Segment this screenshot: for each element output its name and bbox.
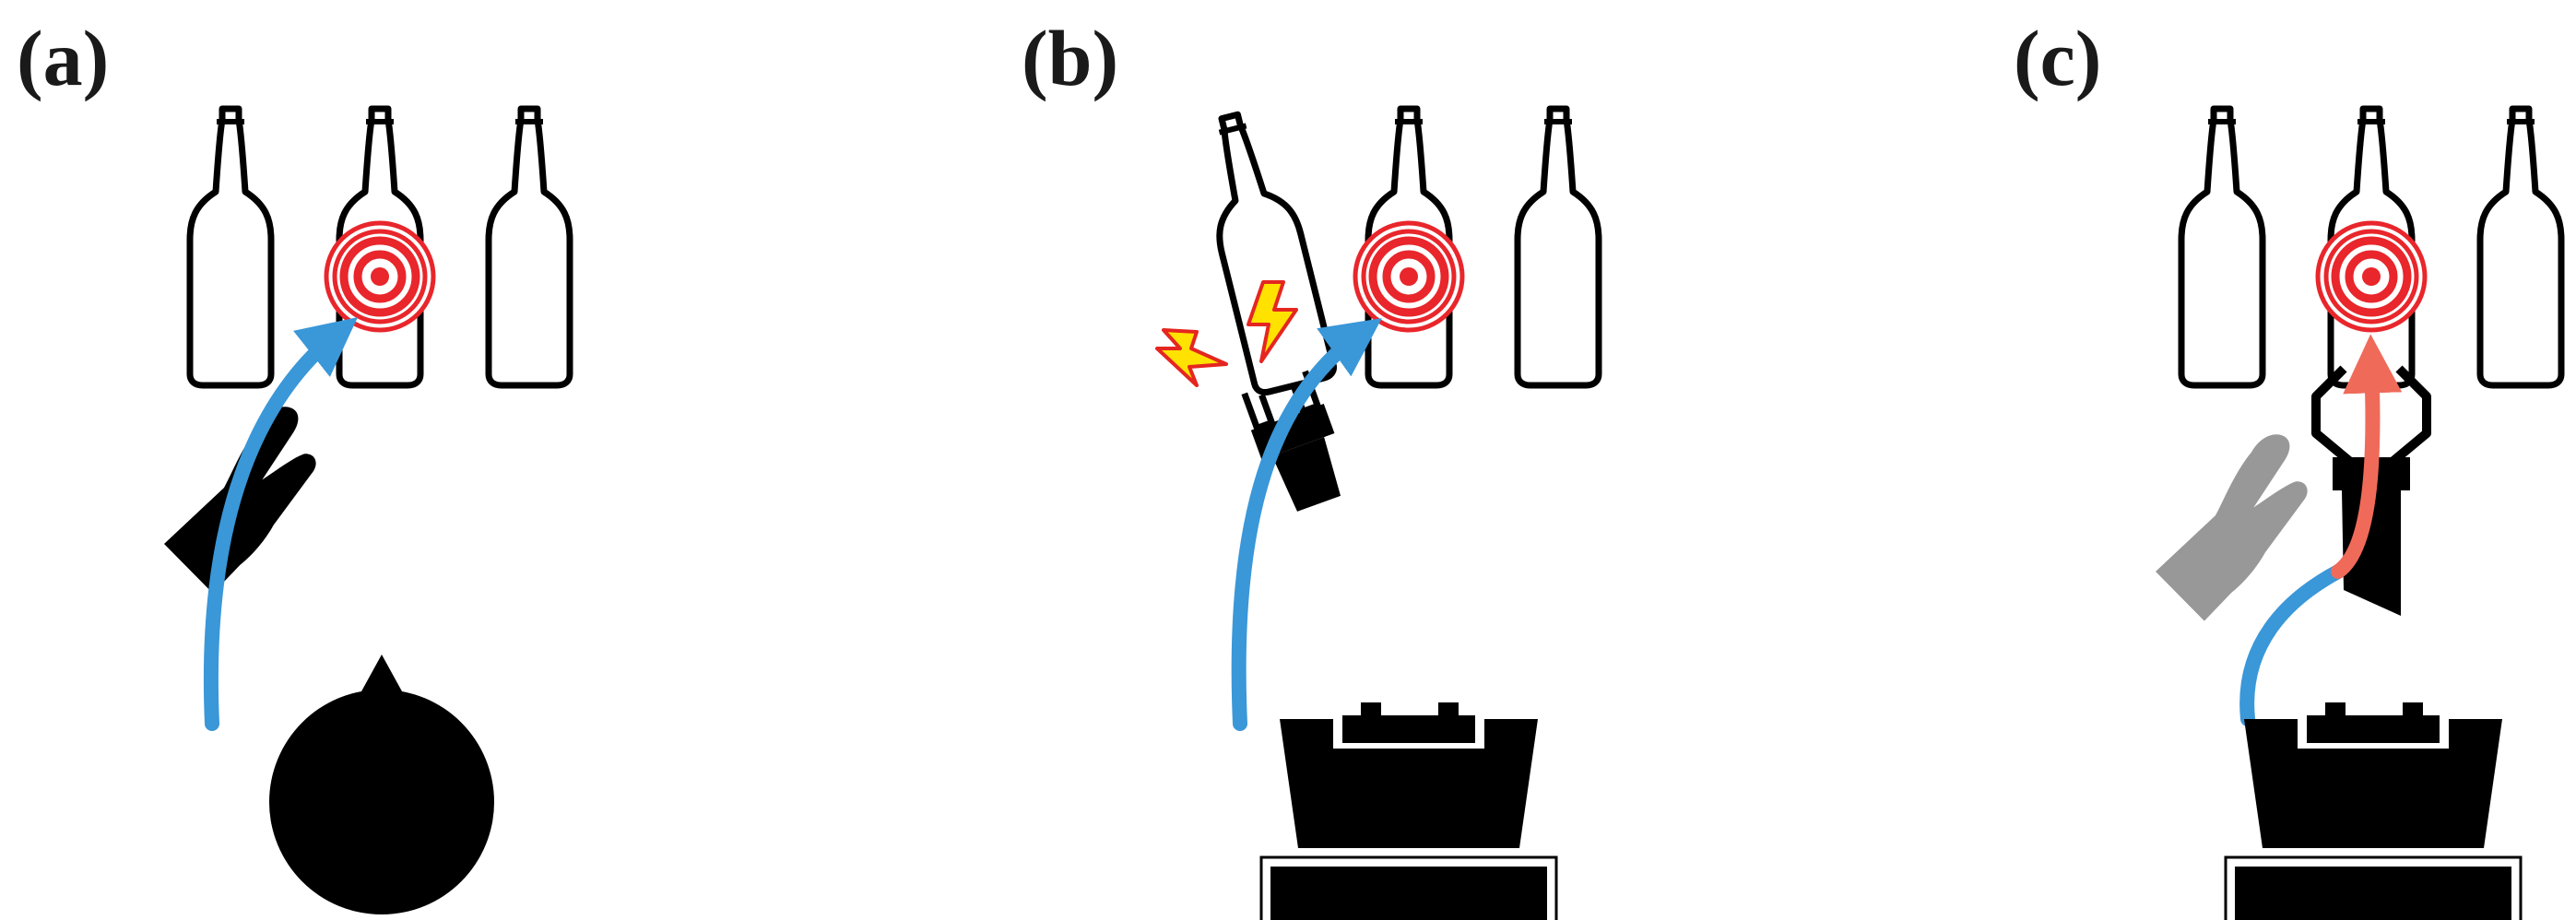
target-icon	[2318, 223, 2425, 330]
panel-c: (c)	[2014, 14, 2561, 920]
panel-b: (b)	[1022, 14, 1599, 920]
bottle-icon	[489, 109, 570, 385]
panel-label-b: (b)	[1022, 14, 1118, 102]
panel-a: (a)	[17, 14, 570, 914]
reach-path-blue	[2239, 564, 2346, 726]
reach-path-orange	[2331, 334, 2403, 579]
impact-spark-icon	[1155, 280, 1298, 387]
reach-path-blue	[203, 317, 359, 731]
human-head-icon	[269, 655, 494, 914]
robot-base-icon	[2224, 701, 2523, 920]
bottle-icon	[2480, 109, 2561, 385]
bottle-icon	[190, 109, 271, 385]
robot-base-icon	[1259, 701, 1558, 920]
bottle-icon	[1518, 109, 1599, 385]
target-icon	[1355, 223, 1462, 330]
reach-path-blue	[1231, 318, 1382, 731]
panel-label-a: (a)	[17, 14, 109, 102]
bottle-icon	[2181, 109, 2263, 385]
target-icon	[326, 223, 433, 330]
panel-label-c: (c)	[2014, 14, 2101, 102]
